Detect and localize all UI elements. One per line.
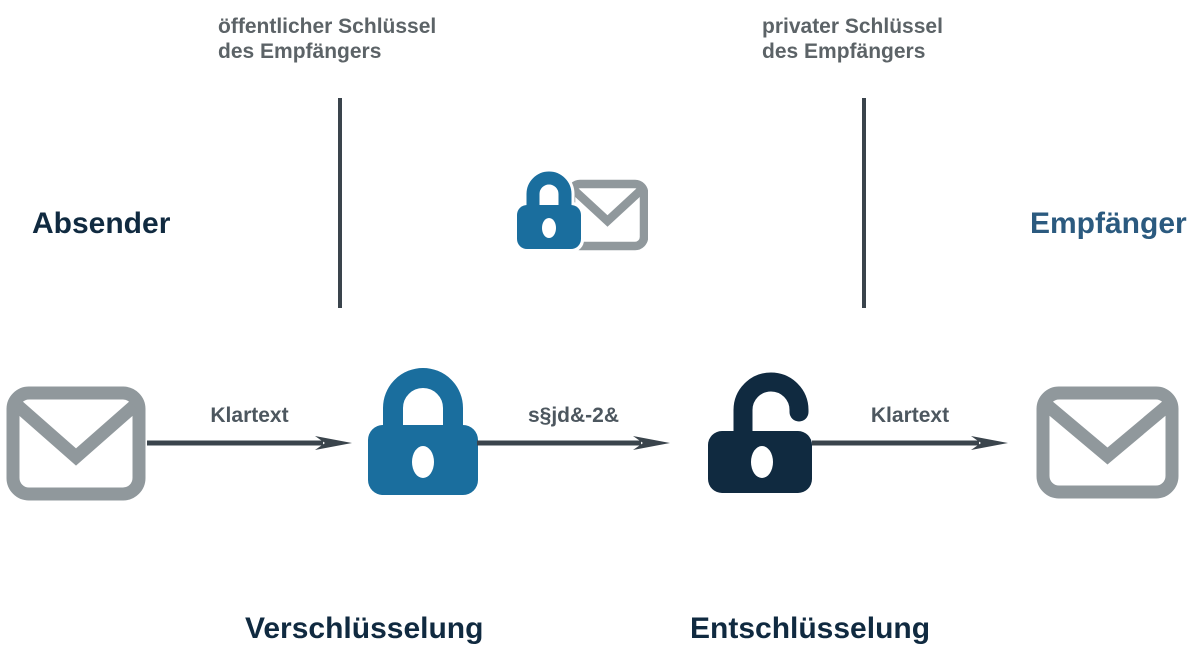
- closed-lock-icon: [368, 368, 478, 496]
- sender-envelope-icon: [5, 385, 147, 502]
- private-key-label-line1: privater Schlüssel: [762, 15, 943, 38]
- ciphertext-arrow: [477, 436, 670, 450]
- encryption-process-label: Verschlüsselung: [245, 612, 484, 645]
- plaintext-arrow-1: [147, 436, 352, 450]
- public-key-label-line1: öffentlicher Schlüssel: [218, 15, 437, 38]
- private-key-line: [862, 98, 866, 308]
- receiver-label: Empfänger: [1030, 207, 1187, 240]
- private-key-label-line2: des Empfängers: [762, 40, 926, 63]
- plaintext-arrow-2: [812, 436, 1008, 450]
- open-lock-icon: [705, 365, 815, 495]
- decryption-process-label: Entschlüsselung: [690, 612, 931, 645]
- plaintext-label-1: Klartext: [210, 404, 289, 427]
- public-key-line: [338, 98, 342, 308]
- private-key-label: privater Schlüssel des Empfängers: [762, 14, 943, 64]
- public-key-label: öffentlicher Schlüssel des Empfängers: [218, 14, 436, 64]
- receiver-envelope-icon: [1035, 385, 1180, 500]
- locked-envelope-icon: [513, 167, 648, 252]
- ciphertext-label: s§jd&-2&: [527, 404, 620, 427]
- plaintext-label-2: Klartext: [870, 404, 950, 427]
- sender-label: Absender: [32, 207, 171, 240]
- public-key-label-line2: des Empfängers: [218, 40, 382, 63]
